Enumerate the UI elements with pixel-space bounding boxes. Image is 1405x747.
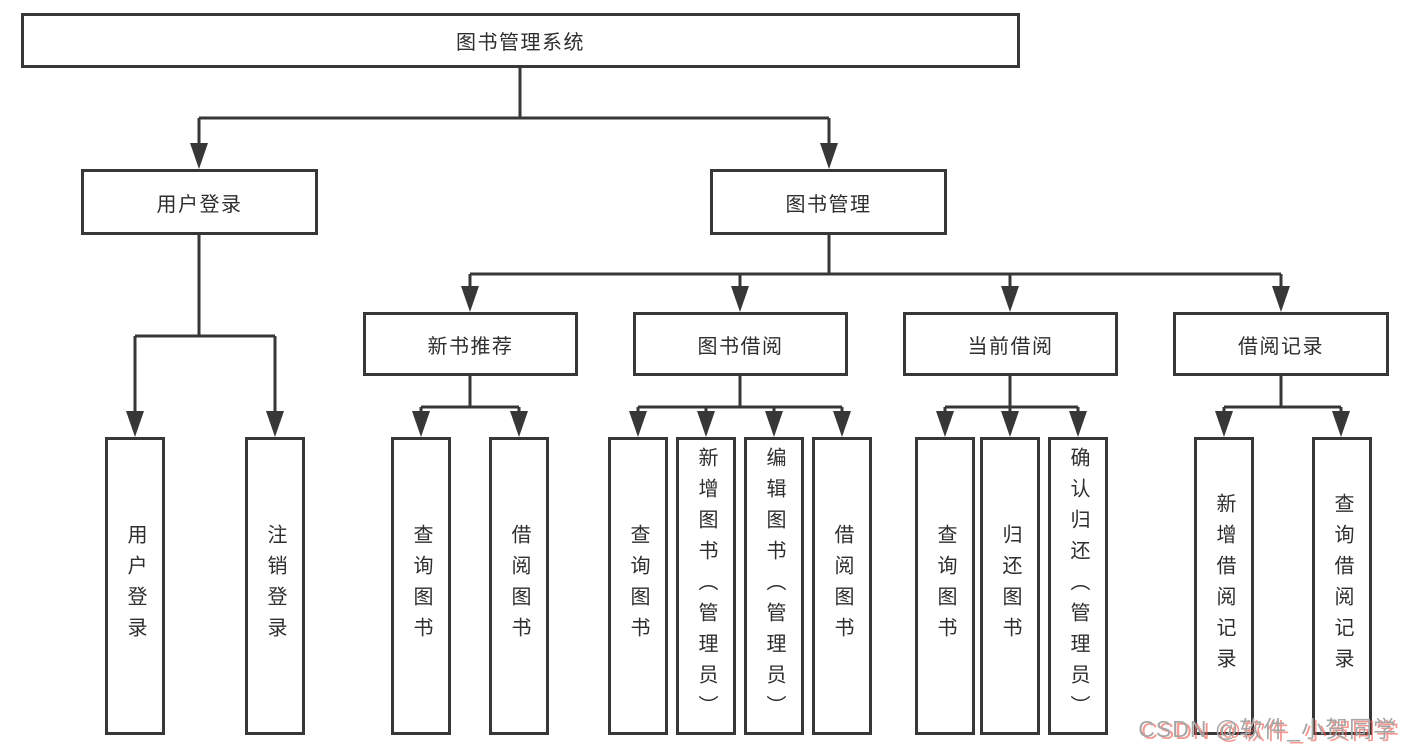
leaf-user-login: 用户登录 bbox=[105, 437, 165, 735]
leaf-return-books-label: 归还图书 bbox=[999, 524, 1021, 648]
leaf-edit-books-admin-label: 编辑图书（管理员） bbox=[763, 446, 785, 726]
leaf-borrow-books-label: 借阅图书 bbox=[831, 524, 853, 648]
leaf-edit-books-admin: 编辑图书（管理员） bbox=[744, 437, 804, 735]
csdn-watermark: CSDN @软件_小贺同学 bbox=[1138, 716, 1397, 742]
leaf-query-borrow-record-label: 查询借阅记录 bbox=[1331, 493, 1353, 679]
leaf-confirm-return-admin: 确认归还（管理员） bbox=[1048, 437, 1108, 735]
node-book-management: 图书管理 bbox=[710, 169, 947, 235]
node-borrow-records-label: 借阅记录 bbox=[1238, 335, 1324, 358]
node-book-management-label: 图书管理 bbox=[785, 193, 872, 216]
leaf-query-books-borrow: 查询图书 bbox=[608, 437, 668, 735]
node-current-borrow-label: 当前借阅 bbox=[967, 335, 1054, 358]
leaf-query-books-borrow-label: 查询图书 bbox=[627, 524, 649, 648]
leaf-logout: 注销登录 bbox=[245, 437, 305, 735]
leaf-add-books-admin-label: 新增图书（管理员） bbox=[695, 446, 717, 726]
leaf-add-books-admin: 新增图书（管理员） bbox=[676, 437, 736, 735]
leaf-logout-label: 注销登录 bbox=[264, 524, 286, 648]
leaf-add-borrow-record-label: 新增借阅记录 bbox=[1213, 493, 1235, 679]
node-user-login-label: 用户登录 bbox=[156, 193, 243, 216]
leaf-query-books-current-label: 查询图书 bbox=[934, 524, 956, 648]
node-new-book-recommend-label: 新书推荐 bbox=[427, 335, 514, 358]
node-library-system: 图书管理系统 bbox=[21, 13, 1020, 68]
node-borrow-records: 借阅记录 bbox=[1173, 312, 1389, 376]
node-new-book-recommend: 新书推荐 bbox=[363, 312, 578, 376]
leaf-query-books-recommend: 查询图书 bbox=[391, 437, 451, 735]
leaf-query-borrow-record: 查询借阅记录 bbox=[1312, 437, 1372, 735]
node-book-borrow: 图书借阅 bbox=[633, 312, 848, 376]
leaf-add-borrow-record: 新增借阅记录 bbox=[1194, 437, 1254, 735]
leaf-borrow-books-recommend: 借阅图书 bbox=[489, 437, 549, 735]
leaf-borrow-books-recommend-label: 借阅图书 bbox=[508, 524, 530, 648]
leaf-confirm-return-admin-label: 确认归还（管理员） bbox=[1067, 446, 1089, 726]
leaf-borrow-books: 借阅图书 bbox=[812, 437, 872, 735]
node-book-borrow-label: 图书借阅 bbox=[697, 335, 784, 358]
leaf-query-books-current: 查询图书 bbox=[915, 437, 975, 735]
leaf-query-books-recommend-label: 查询图书 bbox=[410, 524, 432, 648]
leaf-user-login-label: 用户登录 bbox=[124, 524, 146, 648]
node-user-login: 用户登录 bbox=[81, 169, 318, 235]
node-current-borrow: 当前借阅 bbox=[903, 312, 1118, 376]
node-library-system-label: 图书管理系统 bbox=[456, 32, 585, 54]
leaf-return-books: 归还图书 bbox=[980, 437, 1040, 735]
